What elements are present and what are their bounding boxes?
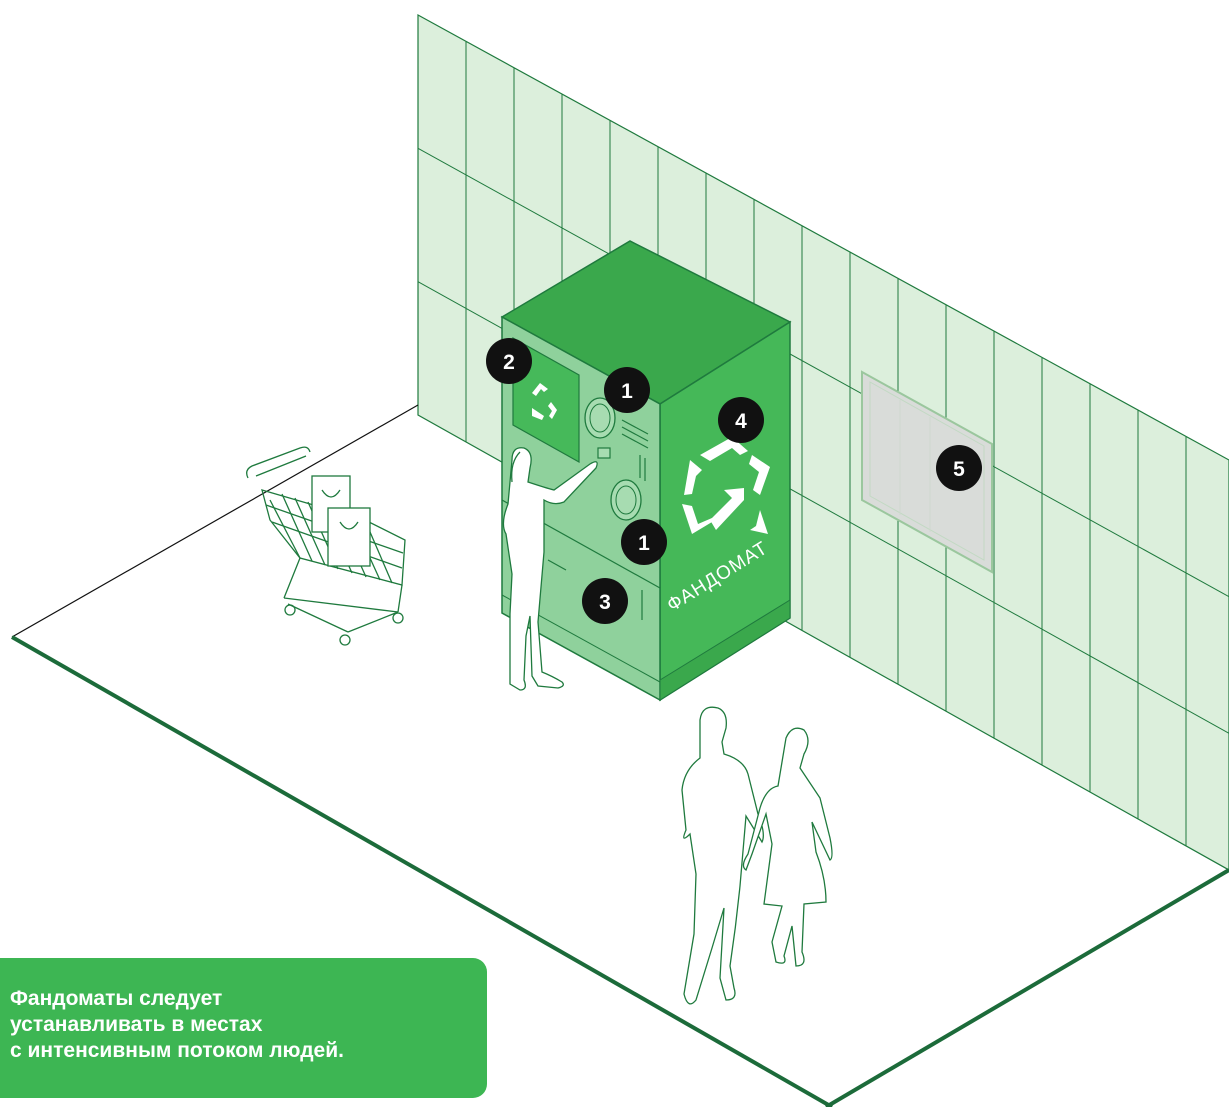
caption-box: Фандоматы следует устанавливать в местах… (0, 958, 487, 1098)
marker-4: 4 (718, 397, 764, 443)
marker-2: 2 (486, 338, 532, 384)
marker-number: 1 (638, 532, 650, 555)
marker-1-upper: 1 (604, 367, 650, 413)
marker-number: 5 (953, 458, 965, 481)
floor-front-right-edge (826, 870, 1229, 1107)
marker-number: 2 (503, 351, 515, 374)
marker-number: 3 (599, 591, 611, 614)
fandomat-machine: ФАНДОМАТ (502, 241, 790, 700)
marker-3: 3 (582, 578, 628, 624)
marker-1-lower: 1 (621, 519, 667, 565)
marker-number: 4 (735, 410, 747, 433)
marker-5: 5 (936, 445, 982, 491)
shopping-cart-icon (247, 447, 405, 645)
marker-number: 1 (621, 380, 633, 403)
walking-couple-figure (682, 707, 832, 1004)
caption-text: Фандоматы следует устанавливать в местах… (10, 986, 467, 1064)
